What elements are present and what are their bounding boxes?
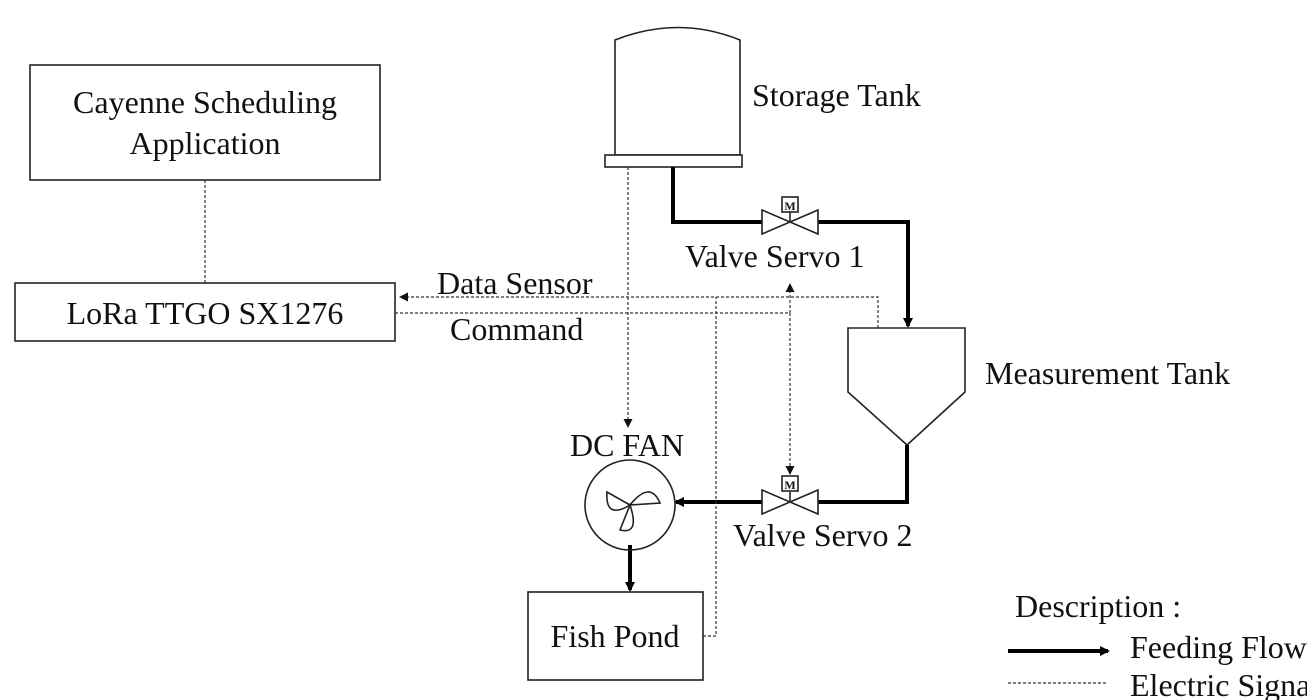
valve1-label: Valve Servo 1	[685, 238, 865, 274]
storage-tank: Storage Tank	[604, 26, 921, 168]
storage-tank-base	[604, 154, 743, 168]
fish-pond-box	[527, 591, 704, 681]
valve1-body	[761, 208, 819, 236]
fan-blade-2	[606, 490, 632, 511]
cayenne-app-box	[29, 64, 381, 181]
cayenne-app-label-line2: Application	[129, 125, 280, 161]
storage-tank-body	[614, 26, 741, 156]
fan-blade-3	[618, 502, 635, 532]
fish-pond-label: Fish Pond	[551, 618, 680, 654]
signal-data-sensor-line	[399, 292, 879, 328]
dc-fan: DC FAN	[570, 427, 684, 551]
storage-tank-label: Storage Tank	[752, 77, 921, 113]
signal-pond-sensor-line	[703, 297, 717, 637]
legend: Description : Feeding Flow Electric Sign…	[1008, 588, 1307, 700]
flow-measurement-to-valve2	[818, 445, 909, 504]
valve2-motor-icon	[781, 475, 799, 492]
data-sensor-label: Data Sensor	[437, 265, 593, 301]
legend-electric-signal-label: Electric Signal	[1130, 667, 1307, 700]
fan-blade-1	[628, 491, 662, 506]
valve1-motor-icon	[781, 196, 799, 213]
cayenne-app-node: Cayenne Scheduling Application	[29, 64, 381, 181]
cayenne-app-label-line1: Cayenne Scheduling	[73, 84, 337, 120]
valve2-motor-mark: M	[784, 478, 795, 492]
measurement-tank: Measurement Tank	[847, 327, 1230, 447]
valve1-motor-mark: M	[784, 199, 795, 213]
valve2-label: Valve Servo 2	[733, 517, 913, 553]
command-label: Command	[450, 311, 583, 347]
legend-feeding-flow-label: Feeding Flow	[1130, 629, 1307, 665]
valve2-body	[761, 488, 819, 516]
valve-servo-2: M Valve Servo 2	[733, 475, 913, 553]
lora-box	[14, 282, 396, 342]
legend-title: Description :	[1015, 588, 1181, 624]
lora-node: LoRa TTGO SX1276	[14, 282, 396, 342]
flow-valve1-to-measurement	[818, 220, 913, 328]
fish-pond-node: Fish Pond	[527, 591, 704, 681]
measurement-tank-body	[847, 327, 966, 447]
lora-label: LoRa TTGO SX1276	[67, 295, 344, 331]
dc-fan-housing	[584, 459, 676, 551]
measurement-tank-label: Measurement Tank	[985, 355, 1230, 391]
valve-servo-1: M Valve Servo 1	[685, 196, 865, 274]
flow-storage-to-valve1	[671, 167, 762, 224]
dc-fan-label: DC FAN	[570, 427, 684, 463]
